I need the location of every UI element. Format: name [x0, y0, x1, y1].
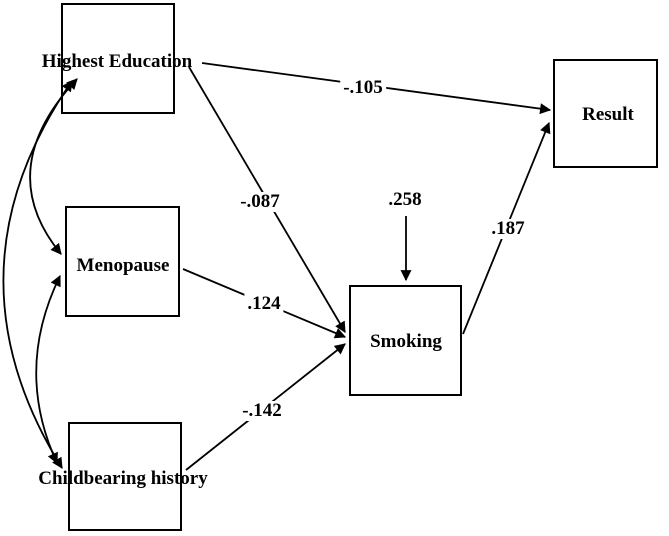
- node-label-menopause: Menopause: [76, 255, 170, 276]
- node-box-childbearing-history: [68, 422, 182, 531]
- node-label-highest-education: Highest Education: [41, 51, 193, 72]
- node-box-highest-education: [61, 3, 175, 114]
- node-label-childbearing-history: Childbearing history: [38, 468, 208, 489]
- coefficient-childbearing-smoking: -.142: [239, 401, 285, 421]
- covariance-highest-education-childbearing: [2, 80, 73, 469]
- covariance-menopause-childbearing: [35, 275, 61, 464]
- node-label-smoking: Smoking: [370, 331, 442, 352]
- node-box-smoking: [349, 285, 462, 396]
- node-box-result: [553, 59, 658, 168]
- coefficient-highest-education-smoking: -.087: [237, 192, 283, 212]
- node-box-menopause: [65, 206, 180, 317]
- coefficient-smoking-result: .187: [488, 219, 528, 239]
- coefficient-highest-education-result: -.105: [340, 78, 386, 98]
- coefficient-external-smoking: .258: [385, 190, 425, 210]
- node-label-result: Result: [582, 104, 634, 125]
- coefficient-menopause-smoking: .124: [244, 294, 284, 314]
